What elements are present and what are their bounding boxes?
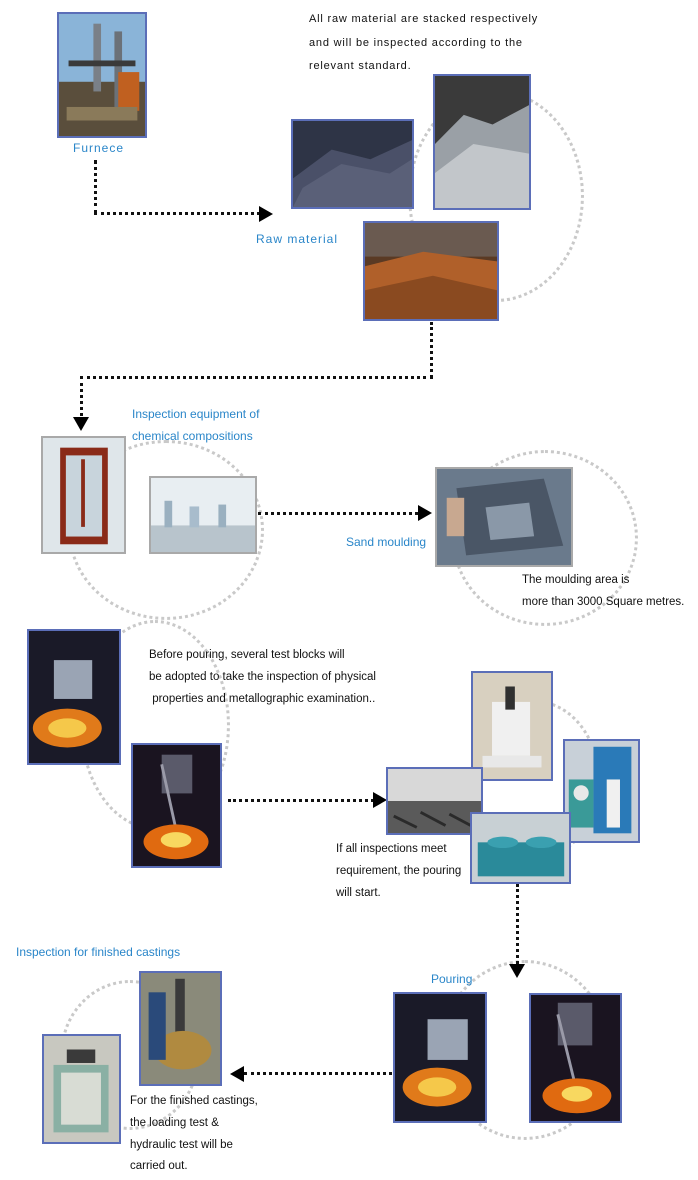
arrow-to-finished	[230, 1066, 244, 1082]
hydraulic-photo	[139, 971, 222, 1086]
test-bars-photo	[386, 767, 483, 835]
sand-mould-photo	[435, 467, 573, 567]
microscope-photo	[471, 671, 553, 781]
arrow-to-raw	[259, 206, 273, 222]
connector-to-inspection	[80, 376, 83, 416]
inspection-equipment-label-line1: Inspection equipment of	[132, 407, 260, 421]
arrow-to-inspection	[73, 417, 89, 431]
sand-moulding-label: Sand moulding	[346, 535, 427, 549]
bench-tester-photo	[470, 812, 571, 884]
test-blocks-line2: be adopted to take the inspection of phy…	[149, 671, 376, 683]
raw-material-note-line2: and will be inspected according to the	[309, 37, 523, 49]
pouring-label: Pouring	[431, 972, 473, 986]
tester-photo	[563, 739, 640, 843]
raw-material-note-line1: All raw material are stacked respectivel…	[309, 13, 539, 25]
furnace-photo	[57, 12, 147, 138]
arrow-to-sand	[418, 505, 432, 521]
frame-tester-photo	[42, 1034, 121, 1144]
furnace-label: Furnece	[73, 141, 125, 155]
connector-lab-right	[258, 512, 418, 515]
finished-castings-line3: hydraulic test will be	[130, 1139, 233, 1151]
raw-rust-photo	[363, 221, 499, 321]
connector-raw-left	[80, 376, 433, 379]
finished-castings-line4: carried out.	[130, 1160, 188, 1172]
raw-ingots-photo	[291, 119, 414, 209]
ladle-photo-1	[27, 629, 121, 765]
pour-sparks-photo	[529, 993, 622, 1123]
test-blocks-line3: properties and metallographic examinatio…	[149, 693, 376, 705]
inspections-meet-line1: If all inspections meet	[336, 843, 447, 855]
connector-to-finished	[244, 1072, 392, 1075]
connector-furnace-down	[94, 160, 97, 214]
inspection-equipment-label-line2: chemical compositions	[132, 429, 253, 443]
arrow-to-pouring	[509, 964, 525, 978]
inspections-meet-line2: requirement, the pouring	[336, 865, 462, 877]
raw-scrap-photo	[433, 74, 531, 210]
spectrometer-photo	[41, 436, 126, 554]
inspections-meet-line3: will start.	[336, 887, 381, 899]
inspection-finished-label: Inspection for finished castings	[16, 945, 181, 959]
lab-bench-photo	[149, 476, 257, 554]
arrow-to-lab-tests	[373, 792, 387, 808]
test-blocks-line1: Before pouring, several test blocks will	[149, 649, 345, 661]
finished-castings-line2: the loading test &	[130, 1117, 219, 1129]
moulding-area-line2: more than 3000 Square metres.	[522, 596, 685, 608]
connector-furnace-right	[94, 212, 260, 215]
connector-pouring-right	[228, 799, 374, 802]
connector-lab-down	[516, 884, 519, 964]
finished-castings-line1: For the finished castings,	[130, 1095, 258, 1107]
sparks-photo-1	[131, 743, 222, 868]
moulding-area-line1: The moulding area is	[522, 574, 630, 586]
pour-ladle-photo	[393, 992, 487, 1123]
raw-material-label: Raw material	[256, 232, 339, 246]
raw-material-note-line3: relevant standard.	[309, 60, 412, 72]
connector-raw-down	[430, 322, 433, 378]
